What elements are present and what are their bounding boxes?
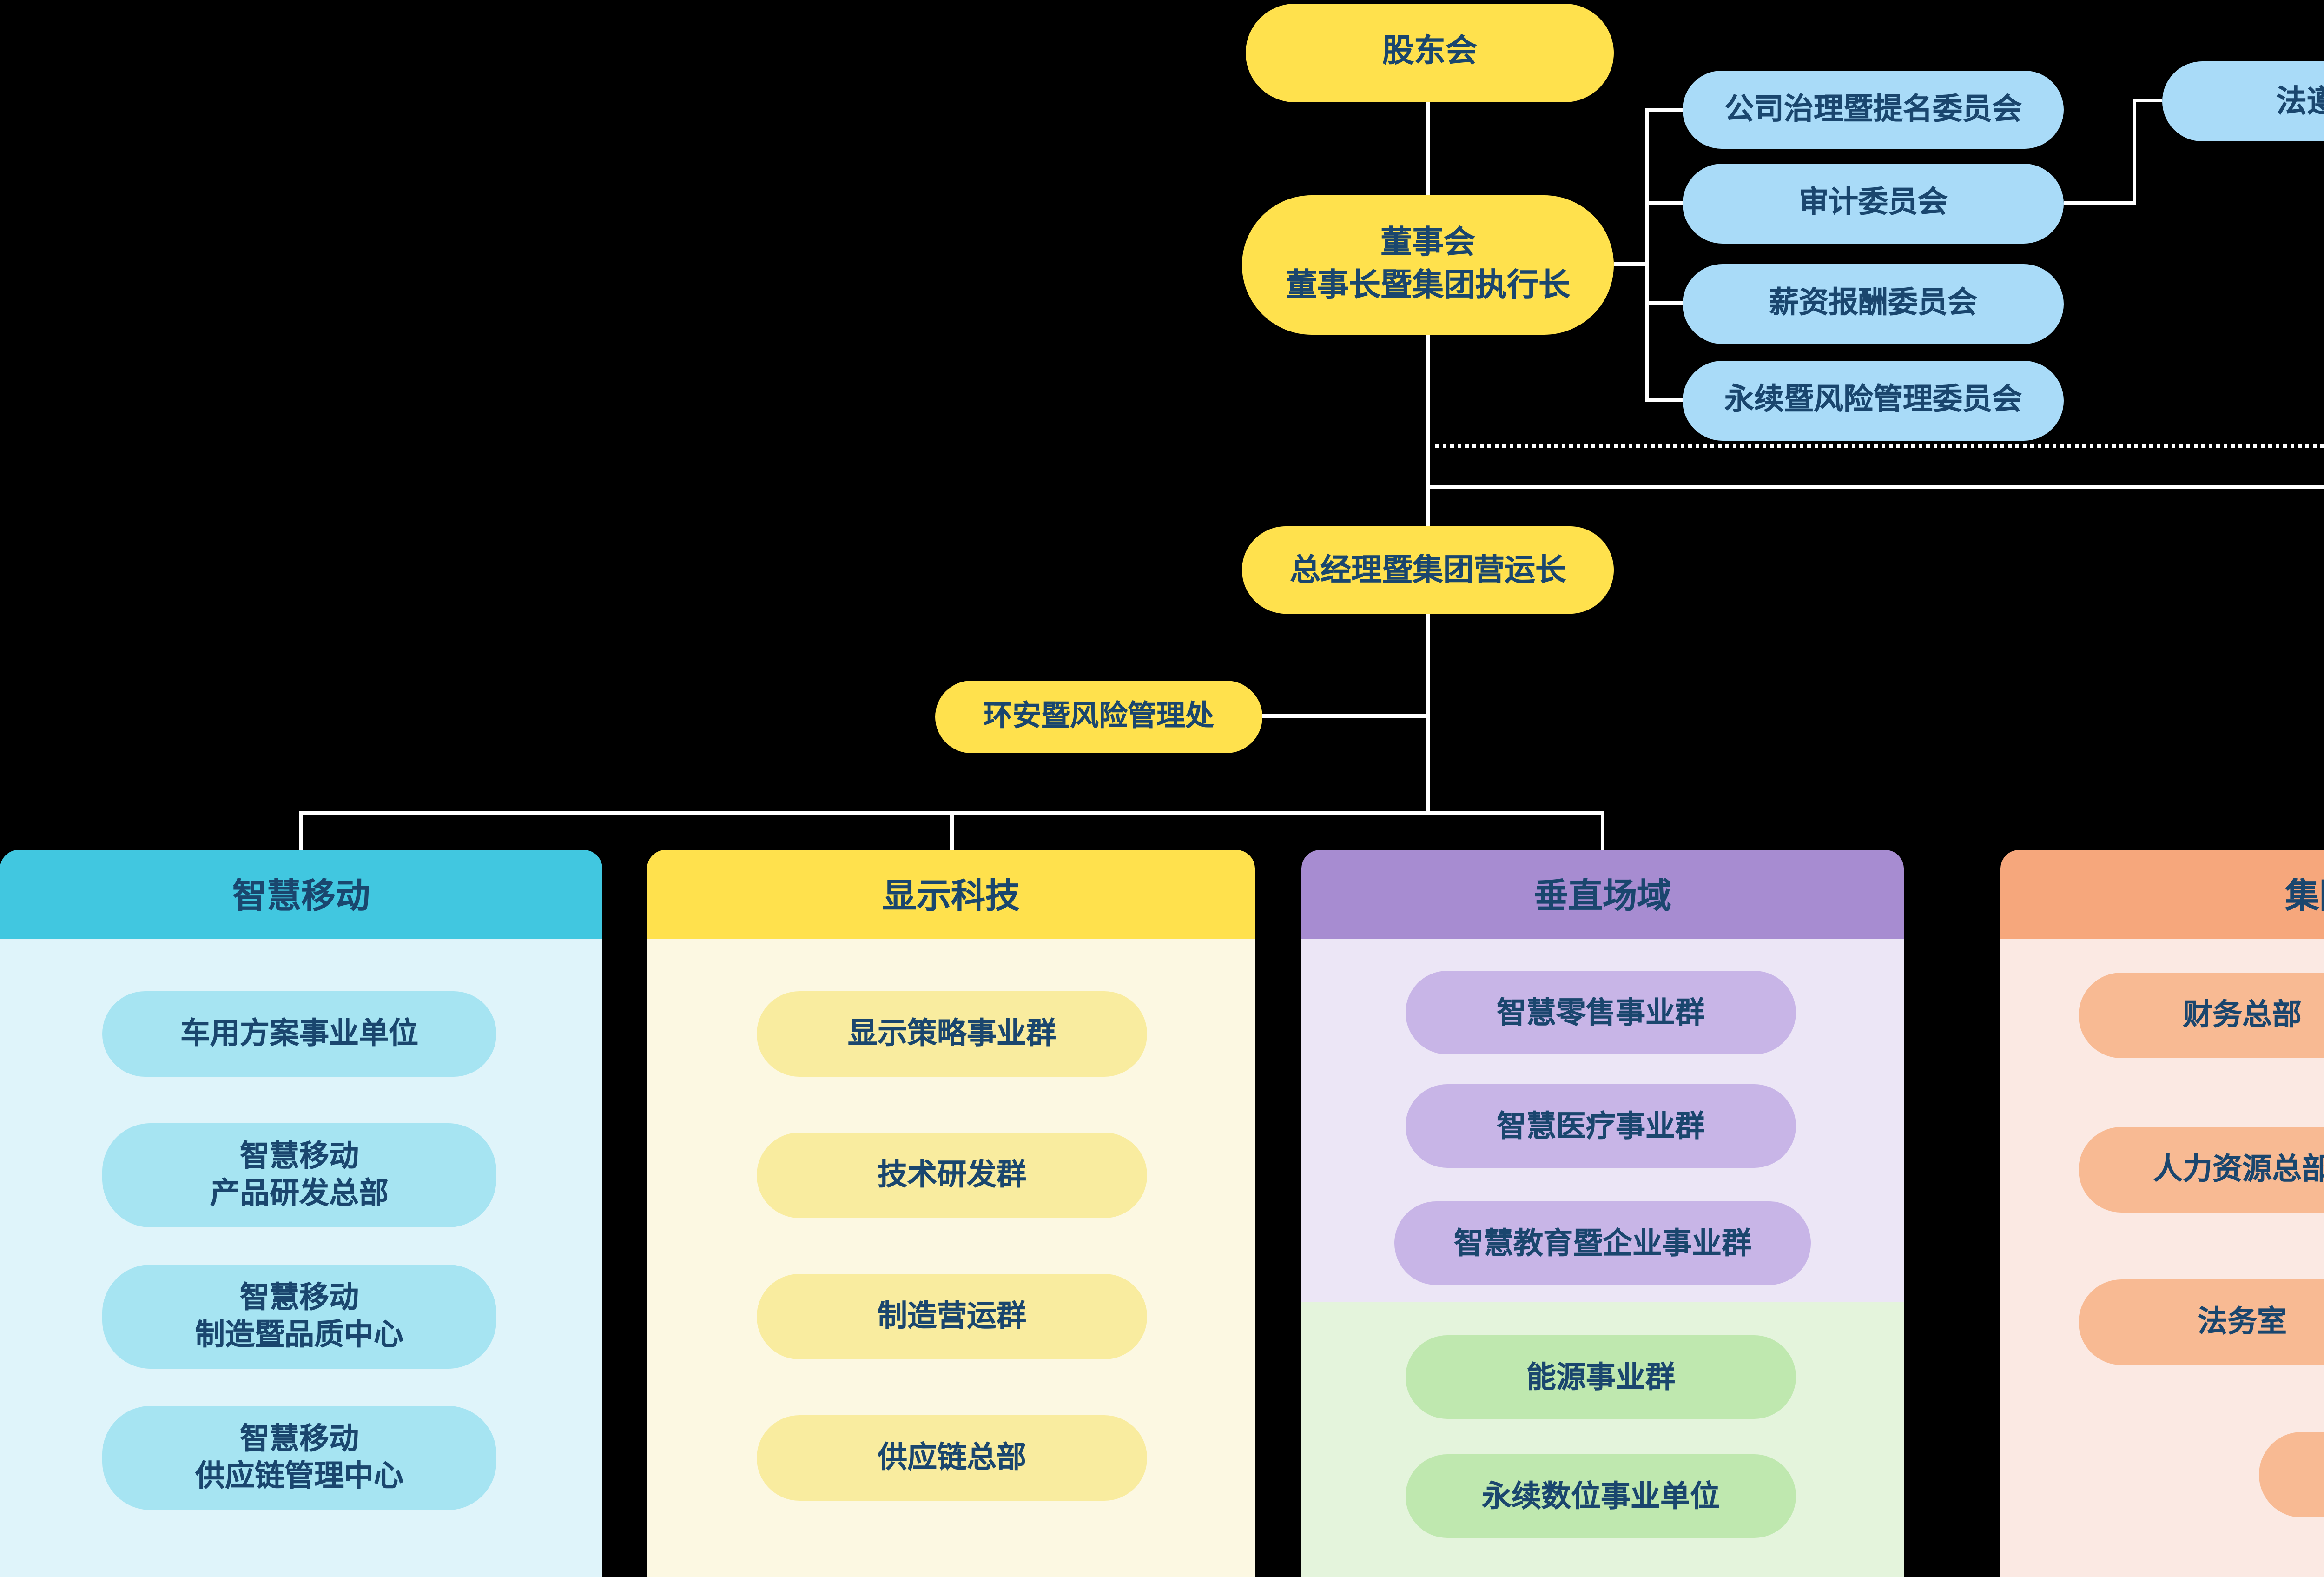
org-unit-mobility-supply-chain: 智慧移动 供应链管理中心: [102, 1406, 496, 1510]
org-unit-hr-hq: 人力资源总部: [2079, 1127, 2324, 1213]
connector-line: [299, 811, 303, 850]
connector-line: [1645, 398, 1683, 402]
connector-line: [950, 811, 954, 850]
org-unit-legal-office: 法务室: [2079, 1279, 2324, 1365]
org-unit-sustainable-digital: 永续数位事业单位: [1406, 1454, 1796, 1538]
connector-line: [2133, 100, 2136, 205]
node-shareholders-meeting: 股东会: [1246, 4, 1614, 102]
node-committee-governance-nomination: 公司治理暨提名委员会: [1683, 71, 2064, 149]
connector-line: [1645, 301, 1683, 305]
connector-line: [1645, 201, 1683, 205]
org-unit-audit-office: 稽核管理处: [2259, 1432, 2324, 1517]
org-unit-supply-chain-hq: 供应链总部: [757, 1415, 1147, 1501]
connector-dotted-line: [1426, 444, 2324, 448]
org-unit-mobility-mfg-quality: 智慧移动 制造暨品质中心: [102, 1265, 496, 1369]
division-display-technology: 显示科技 显示策略事业群 技术研发群 制造营运群 供应链总部: [647, 850, 1255, 1577]
connector-line: [1645, 108, 1683, 112]
division-vertical-domains: 垂直场域 智慧零售事业群 智慧医疗事业群 智慧教育暨企业事业群 能源事业群 永续…: [1301, 850, 1904, 1577]
connector-line: [1262, 714, 1428, 718]
connector-line: [2064, 201, 2134, 205]
org-unit-manufacturing-ops: 制造营运群: [757, 1274, 1147, 1359]
connector-line: [1645, 110, 1649, 400]
node-ehs-risk-office: 环安暨风险管理处: [935, 681, 1262, 753]
connector-line: [1426, 485, 2324, 489]
org-unit-smart-education-enterprise: 智慧教育暨企业事业群: [1394, 1201, 1811, 1285]
org-unit-energy: 能源事业群: [1406, 1335, 1796, 1419]
node-committee-compensation: 薪资报酬委员会: [1683, 264, 2064, 344]
node-board-of-directors: 董事会 董事长暨集团执行长: [1242, 195, 1614, 335]
org-unit-smart-retail: 智慧零售事业群: [1406, 971, 1796, 1054]
node-compliance-advisor: 法遵总顾问: [2162, 61, 2324, 141]
division-group-support-units: 集团营运支援单位 财务总部 数位技术发展总部 人力资源总部 永续发展总部 法务室…: [2000, 850, 2324, 1577]
node-president-coo: 总经理暨集团营运长: [1242, 526, 1614, 614]
node-committee-audit: 审计委员会: [1683, 164, 2064, 244]
division-header: 垂直场域: [1301, 850, 1904, 939]
org-unit-smart-healthcare: 智慧医疗事业群: [1406, 1084, 1796, 1168]
connector-line: [1614, 262, 1647, 266]
division-header: 智慧移动: [0, 850, 602, 939]
org-unit-display-strategy: 显示策略事业群: [757, 991, 1147, 1077]
node-committee-sustainability-risk: 永续暨风险管理委员会: [1683, 361, 2064, 441]
division-header: 显示科技: [647, 850, 1255, 939]
org-unit-mobility-rd-hq: 智慧移动 产品研发总部: [102, 1123, 496, 1227]
connector-line: [1426, 102, 1430, 195]
connector-line: [1426, 335, 1430, 526]
connector-line: [1426, 614, 1430, 813]
connector-line: [1601, 811, 1604, 850]
division-smart-mobility: 智慧移动 车用方案事业单位 智慧移动 产品研发总部 智慧移动 制造暨品质中心 智…: [0, 850, 602, 1577]
org-unit-technology-rd: 技术研发群: [757, 1133, 1147, 1218]
org-unit-automotive-solutions: 车用方案事业单位: [102, 991, 496, 1077]
division-header: 集团营运支援单位: [2000, 850, 2324, 939]
org-unit-finance-hq: 财务总部: [2079, 973, 2324, 1058]
connector-line: [2133, 99, 2162, 102]
